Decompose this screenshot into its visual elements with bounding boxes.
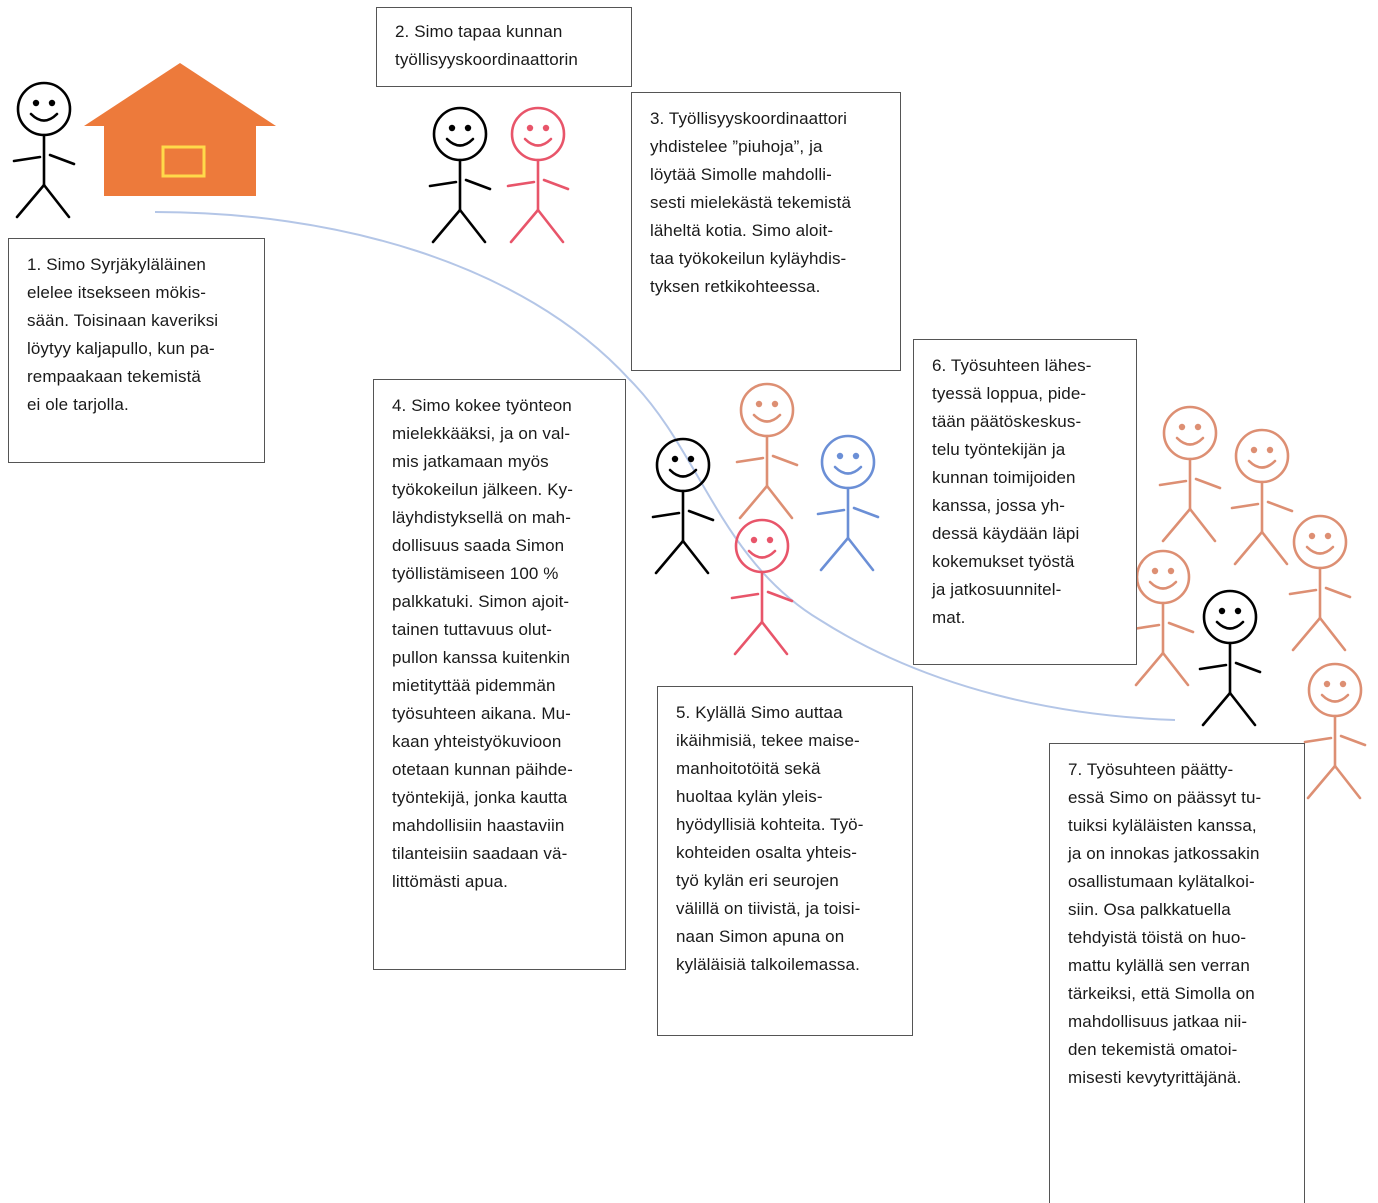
- villager-stick-figure: [1288, 514, 1352, 652]
- coordinator-stick-figure: [730, 518, 794, 656]
- house-icon: [84, 63, 276, 196]
- stick-figures: [12, 81, 1367, 800]
- villager-stick-figure: [1303, 662, 1367, 800]
- villager-stick-figure: [816, 434, 880, 572]
- villager-stick-figure: [1131, 549, 1195, 687]
- villager-stick-figure: [1230, 428, 1294, 566]
- villager-stick-figure: [1158, 405, 1222, 543]
- simo-stick-figure: [1198, 589, 1262, 727]
- step-3-text: 3. Työllisyyskoordinaattori yhdistelee ”…: [631, 92, 901, 371]
- house-wall: [104, 126, 256, 196]
- step-2-text: 2. Simo tapaa kunnan työllisyyskoordinaa…: [376, 7, 632, 87]
- step-4-text: 4. Simo kokee työnteon mielekkääksi, ja …: [373, 379, 626, 970]
- story-path-line: [154, 211, 1176, 721]
- simo-stick-figure: [12, 81, 76, 219]
- step-1-text: 1. Simo Syrjäkyläläinen elelee itsekseen…: [8, 238, 265, 463]
- step-5-text: 5. Kylällä Simo auttaa ikäihmisiä, tekee…: [657, 686, 913, 1036]
- simo-stick-figure: [428, 106, 492, 244]
- house-roof: [84, 63, 276, 126]
- villager-stick-figure: [735, 382, 799, 520]
- coordinator-stick-figure: [506, 106, 570, 244]
- step-7-text: 7. Työsuhteen päätty- essä Simo on pääss…: [1049, 743, 1305, 1203]
- simo-stick-figure: [651, 437, 715, 575]
- step-6-text: 6. Työsuhteen lähes- tyessä loppua, pide…: [913, 339, 1137, 665]
- house-window: [161, 145, 206, 178]
